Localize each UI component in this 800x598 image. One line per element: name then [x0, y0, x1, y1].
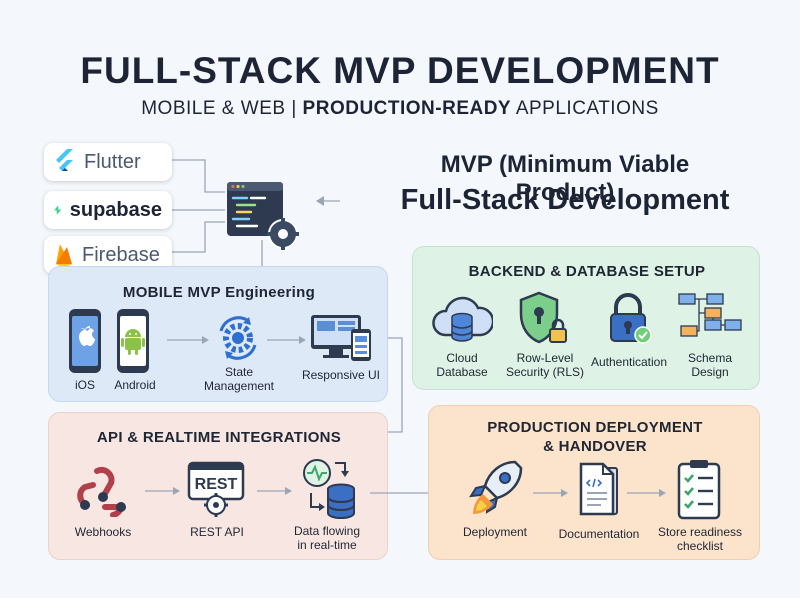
flow-label-line-2: in real-time — [297, 538, 357, 552]
schema-design-icon — [678, 293, 742, 337]
api-panel-title: API & REALTIME INTEGRATIONS — [96, 429, 342, 446]
rest-api-icon — [187, 461, 245, 517]
flutter-logo-icon — [56, 149, 73, 171]
supabase-label: supabase — [69, 198, 162, 221]
shield-lock-icon — [519, 291, 567, 344]
flutter-label: Flutter — [84, 150, 141, 173]
store-label-line-2: checklist — [676, 539, 723, 553]
subtitle-bold: PRODUCTION-READY — [302, 98, 512, 119]
api-arrows — [145, 487, 292, 495]
state-management-icon — [219, 316, 257, 360]
cloud-label-line-2: Database — [436, 365, 488, 379]
store-label-line-1: Store readiness — [657, 525, 743, 539]
checklist-icon — [677, 460, 721, 520]
deployment-label: Deployment — [462, 525, 528, 539]
state-label-line-1: State — [224, 365, 254, 379]
documentation-icon — [579, 462, 618, 516]
state-label-line-2: Management — [203, 379, 275, 393]
page-title: FULL-STACK MVP DEVELOPMENT — [80, 50, 720, 91]
deploy-panel-title: PRODUCTION DEPLOYMENT & HANDOVER — [429, 418, 761, 456]
deploy-arrows — [533, 489, 666, 497]
subtitle-part-2: APPLICATIONS — [511, 98, 659, 119]
rest-api-label: REST API — [190, 525, 244, 539]
rls-label-line-2: Security (RLS) — [505, 365, 585, 379]
mvp-line-2: Full-Stack Development — [400, 184, 730, 216]
mvp-line-1: MVP (Minimum Viable Product) — [440, 151, 690, 206]
cloud-label-line-1: Cloud — [446, 351, 478, 365]
rls-label-line-1: Row-Level — [516, 351, 574, 365]
schema-label-line-1: Schema — [687, 351, 733, 365]
webhooks-label: Webhooks — [74, 525, 132, 539]
ios-phone-icon — [69, 309, 101, 373]
flow-label-line-1: Data flowing — [293, 524, 361, 538]
firebase-logo-icon — [56, 244, 72, 268]
page-subtitle: MOBILE & WEB | PRODUCTION-READY APPLICAT… — [0, 98, 800, 120]
mobile-panel: MOBILE MVP Engineering iOS Android State… — [48, 266, 388, 402]
deploy-panel: PRODUCTION DEPLOYMENT & HANDOVER Deployme… — [428, 405, 760, 560]
ios-label: iOS — [74, 378, 95, 392]
authentication-label: Authentication — [590, 355, 668, 369]
subtitle-part-1: MOBILE & WEB | — [141, 98, 303, 119]
mobile-arrows — [167, 336, 306, 344]
cloud-database-icon — [432, 296, 493, 342]
responsive-ui-label: Responsive UI — [301, 368, 381, 382]
backend-panel-title: BACKEND & DATABASE SETUP — [468, 263, 706, 280]
deploy-title-line-1: PRODUCTION DEPLOYMENT — [487, 419, 703, 436]
supabase-pill: supabase — [44, 191, 172, 229]
schema-label-line-2: Design — [691, 365, 729, 379]
firebase-label: Firebase — [82, 243, 160, 266]
deploy-title-line-2: & HANDOVER — [543, 438, 647, 455]
documentation-label: Documentation — [558, 527, 640, 541]
mobile-panel-title: MOBILE MVP Engineering — [122, 284, 316, 301]
webhooks-icon — [77, 466, 126, 517]
realtime-data-icon — [303, 459, 355, 520]
rocket-icon — [469, 460, 523, 514]
api-panel: API & REALTIME INTEGRATIONS Webhooks RES… — [48, 412, 388, 560]
code-window-icon — [227, 182, 299, 250]
android-label: Android — [114, 378, 156, 392]
flutter-pill: Flutter — [44, 143, 172, 181]
supabase-logo-icon — [54, 205, 62, 215]
padlock-icon — [610, 293, 652, 344]
android-phone-icon — [117, 309, 149, 373]
responsive-ui-icon — [311, 315, 371, 361]
rest-icon-text: REST — [194, 476, 238, 493]
